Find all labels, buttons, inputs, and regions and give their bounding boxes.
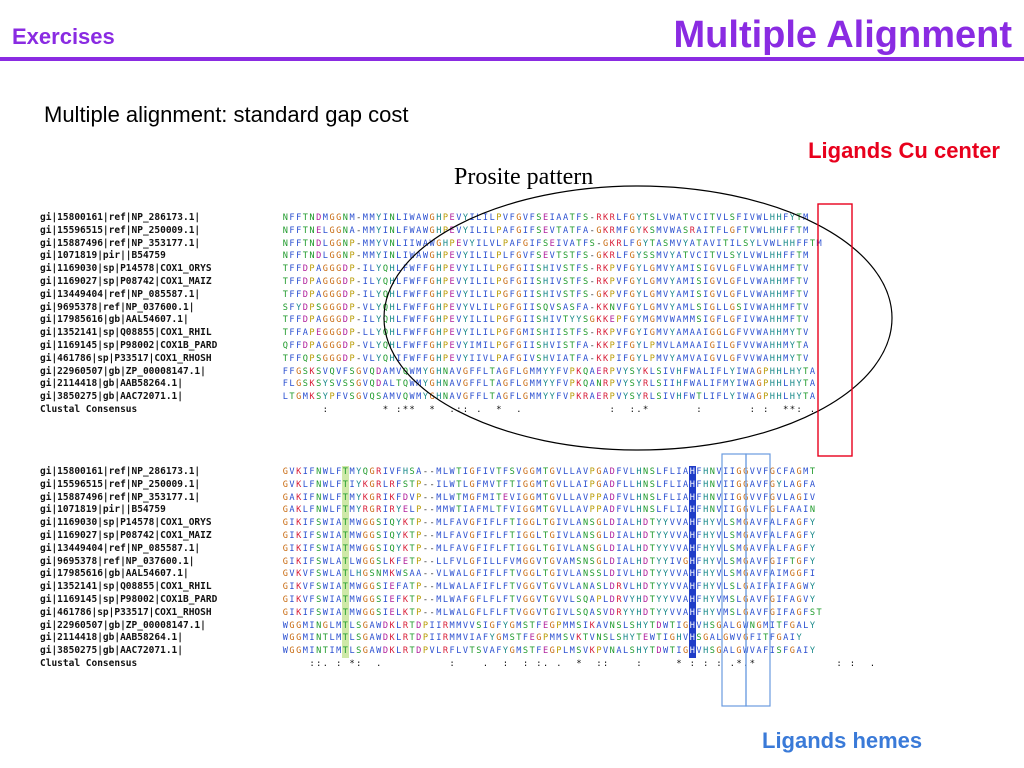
sequence-id: gi|2114418|gb|AAB58264.1|	[40, 632, 183, 644]
sequence-id: gi|15887496|ref|NP_353177.1|	[40, 491, 201, 503]
sequence-id: gi|22960507|gb|ZP_00008147.1|	[40, 619, 206, 631]
sequence-id: gi|9695378|ref|NP_037600.1|	[40, 301, 195, 313]
sequence-residues: QFFDPAGGGDP-VLYQHLFWFFGHPEVYIMILPGFGIISH…	[282, 340, 809, 351]
cu-center-box	[817, 203, 853, 457]
sequence-residues: WGGMINTIMTLSGAWDKLRTDPVLRFLVTSVAFYGMSTFE…	[282, 645, 815, 658]
sequence-id: gi|1169027|sp|P08742|COX1_MAIZ	[40, 275, 212, 287]
sequence-id: gi|15887496|ref|NP_353177.1|	[40, 237, 201, 249]
sequence-id: gi|13449404|ref|NP_085587.1|	[40, 542, 201, 554]
consensus-label: Clustal Consensus	[40, 657, 138, 669]
sequence-id: gi|461786|sp|P33517|COX1_RHOSH	[40, 352, 212, 364]
sequence-id: gi|3850275|gb|AAC72071.1|	[40, 391, 183, 403]
sequence-id: gi|1169145|sp|P98002|COX1B_PARD	[40, 339, 218, 351]
sequence-residues: TFFDPAGGGDP-ILYQHLFWFFGHPEVYILILPGFGIISH…	[282, 276, 809, 287]
sequence-id: gi|1169030|sp|P14578|COX1_ORYS	[40, 517, 212, 529]
ligands-cu-label: Ligands Cu center	[808, 138, 1000, 163]
sequence-id: gi|1352141|sp|Q08855|COX1_RHIL	[40, 581, 212, 593]
sequence-residues: GVKVFSWLATLHGSNMKWSAA--VLWALGFIFLFTVGGLT…	[282, 568, 815, 582]
sequence-id: gi|17985616|gb|AAL54607.1|	[40, 568, 189, 580]
slide-subtitle: Multiple alignment: standard gap cost	[44, 102, 409, 127]
sequence-id: gi|15596515|ref|NP_250009.1|	[40, 224, 201, 236]
sequence-residues: NFFTNDLGGNP-MMYVNLIIWAWGHPEVYILVLPAFGIFS…	[282, 238, 822, 249]
sequence-residues: GIKVFSWIATMWGGSIEFATP--MLWALAFIFLFTVGGVT…	[282, 581, 815, 594]
sequence-id: gi|1352141|sp|Q08855|COX1_RHIL	[40, 327, 212, 339]
sequence-residues: GVKIFNWLFTMYQGRIVFHSA--MLWTIGFIVTFSVGGMT…	[282, 466, 815, 479]
sequence-residues: TFFDPAGGGDP-ILYQHLFWFFGHPEVYILILPGFGIISH…	[282, 315, 809, 326]
sequence-residues: FFGSKSVQVFSGVQDAMVQWMYGHNAVGFFLTAGFLGMMY…	[282, 366, 815, 377]
sequence-residues: GIKIFSWLATLWGGSLKFETP--LLFVLGFILLFVMGGVT…	[282, 555, 815, 569]
sequence-id: gi|461786|sp|P33517|COX1_RHOSH	[40, 606, 212, 618]
sequence-residues: TFFAPEGGGDP-LLYQHLFWFFGHPEVYILILPGFGMISH…	[282, 328, 809, 339]
sequence-residues: WGGMINTLMTLSGAWDKLRTDPIIRMMVIAFYGMSTFEGP…	[282, 632, 802, 646]
sequence-residues: TFFDPAGGGDP-ILYQHLFWFFGHPEVYILILPGFGIISH…	[282, 289, 809, 300]
sequence-residues: SFYDPSGGGDP-VLYQHLFWFFGHPEVYVLILPGFGIISQ…	[282, 302, 809, 313]
sequence-residues: LTGMKSYPFVSGVQSAMVQWMYGHNAVGFFLTAGFLGMMY…	[282, 392, 815, 403]
slide-title: Multiple Alignment	[673, 14, 1012, 56]
section-label: Exercises	[12, 24, 115, 49]
sequence-id: gi|15800161|ref|NP_286173.1|	[40, 466, 201, 477]
sequence-residues: NFFTNELGGNA-MMYINLFWAWGHPEVYILILPAFGIFSE…	[282, 225, 809, 236]
sequence-residues: GAKIFNWLFTMYKGRIKFDVP--MLWTMGFMITEVIGGMT…	[282, 491, 815, 505]
sequence-residues: GIKIFSWIATMWGGSIELKTP--MLWALGFLFLFTVGGVT…	[282, 606, 822, 620]
consensus-symbols: ::. : *: . : . : : :. . * :: : * : : : .…	[309, 658, 876, 669]
sequence-residues: FLGSKSYSVSSGVQDALTQWMYGHNAVGFFLTAGFLGMMY…	[282, 379, 815, 390]
sequence-residues: GVKLFNWLFTIYKGRLRFSTP--ILWTLGFMVTFTIGGMT…	[282, 478, 815, 492]
sequence-id: gi|1169030|sp|P14578|COX1_ORYS	[40, 263, 212, 275]
sequence-id: gi|15596515|ref|NP_250009.1|	[40, 478, 201, 490]
consensus-symbols: : * :** * .:: . * . : :.* : : : **: .	[322, 404, 816, 415]
sequence-id: gi|15800161|ref|NP_286173.1|	[40, 212, 201, 223]
header-divider	[0, 57, 1024, 61]
sequence-residues: TFFQPSGGGDP-VLYQHIFWFFGHPEVYIIVLPAFGIVSH…	[282, 353, 809, 364]
ligands-hemes-label: Ligands hemes	[762, 728, 923, 753]
sequence-id: gi|1071819|pir||B54759	[40, 250, 166, 262]
sequence-id: gi|1071819|pir||B54759	[40, 504, 166, 516]
sequence-residues: NFFTNDMGGNM-MMYINLIWAWGHPEVYILILPVFGVFSE…	[282, 213, 809, 223]
sequence-residues: WGGMINGLMTLSGAWDKLRTDPIIRMMVVSIGFYGMSTFE…	[282, 619, 815, 633]
sequence-id: gi|9695378|ref|NP_037600.1|	[40, 555, 195, 567]
sequence-residues: GIKIFSWIATMWGGSIQYKTP--MLFAVGFIFLFTIGGLT…	[282, 542, 815, 556]
sequence-residues: GIKIFSWIATMWGGSIQYKTP--MLFAVGFIFLFTIGGLT…	[282, 517, 815, 530]
sequence-id: gi|2114418|gb|AAB58264.1|	[40, 378, 183, 390]
sequence-id: gi|3850275|gb|AAC72071.1|	[40, 645, 183, 657]
sequence-id: gi|13449404|ref|NP_085587.1|	[40, 288, 201, 300]
sequence-id: gi|1169145|sp|P98002|COX1B_PARD	[40, 593, 218, 605]
sequence-residues: GAKLFNWLFTMYRGRIRYELP--MMWTIAFMLTFVIGGMT…	[282, 504, 815, 518]
prosite-pattern-label: Prosite pattern	[454, 164, 594, 190]
sequence-id: gi|1169027|sp|P08742|COX1_MAIZ	[40, 529, 212, 541]
sequence-residues: GIKIFSWIATMWGGSIQYKTP--MLFAVGFIFLFTIGGLT…	[282, 529, 815, 543]
sequence-residues: NFFTNDLGGNP-MMYINLIWAWGHPEVYILILPLFGVFSE…	[282, 251, 809, 262]
sequence-residues: GIKVFSWIATMWGGSIEFKTP--MLWAFGFLFLFTVGGVT…	[282, 593, 815, 607]
consensus-label: Clustal Consensus	[40, 403, 138, 415]
sequence-id: gi|17985616|gb|AAL54607.1|	[40, 314, 189, 326]
sequence-residues: TFFDPAGGGDP-ILYQHLFWFFGHPEVYILILPGFGIISH…	[282, 264, 809, 275]
sequence-id: gi|22960507|gb|ZP_00008147.1|	[40, 365, 206, 377]
